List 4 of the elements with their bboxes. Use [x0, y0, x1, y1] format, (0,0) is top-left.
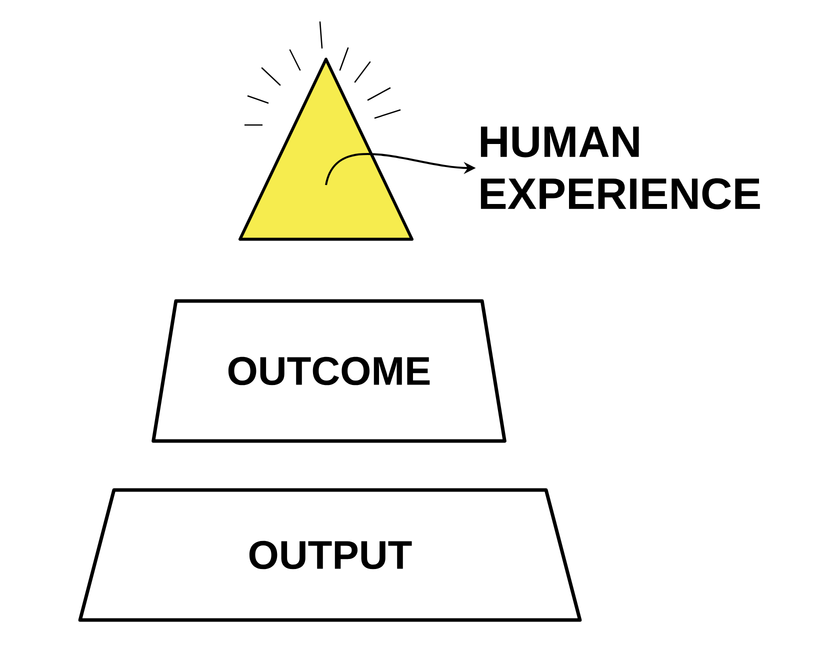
heading-label: HUMAN EXPERIENCE — [480, 126, 760, 210]
pyramid-tip-triangle — [238, 58, 414, 241]
pyramid-layer: OUTCOME — [152, 299, 506, 443]
pyramid-layer: OUTPUT — [78, 488, 582, 622]
